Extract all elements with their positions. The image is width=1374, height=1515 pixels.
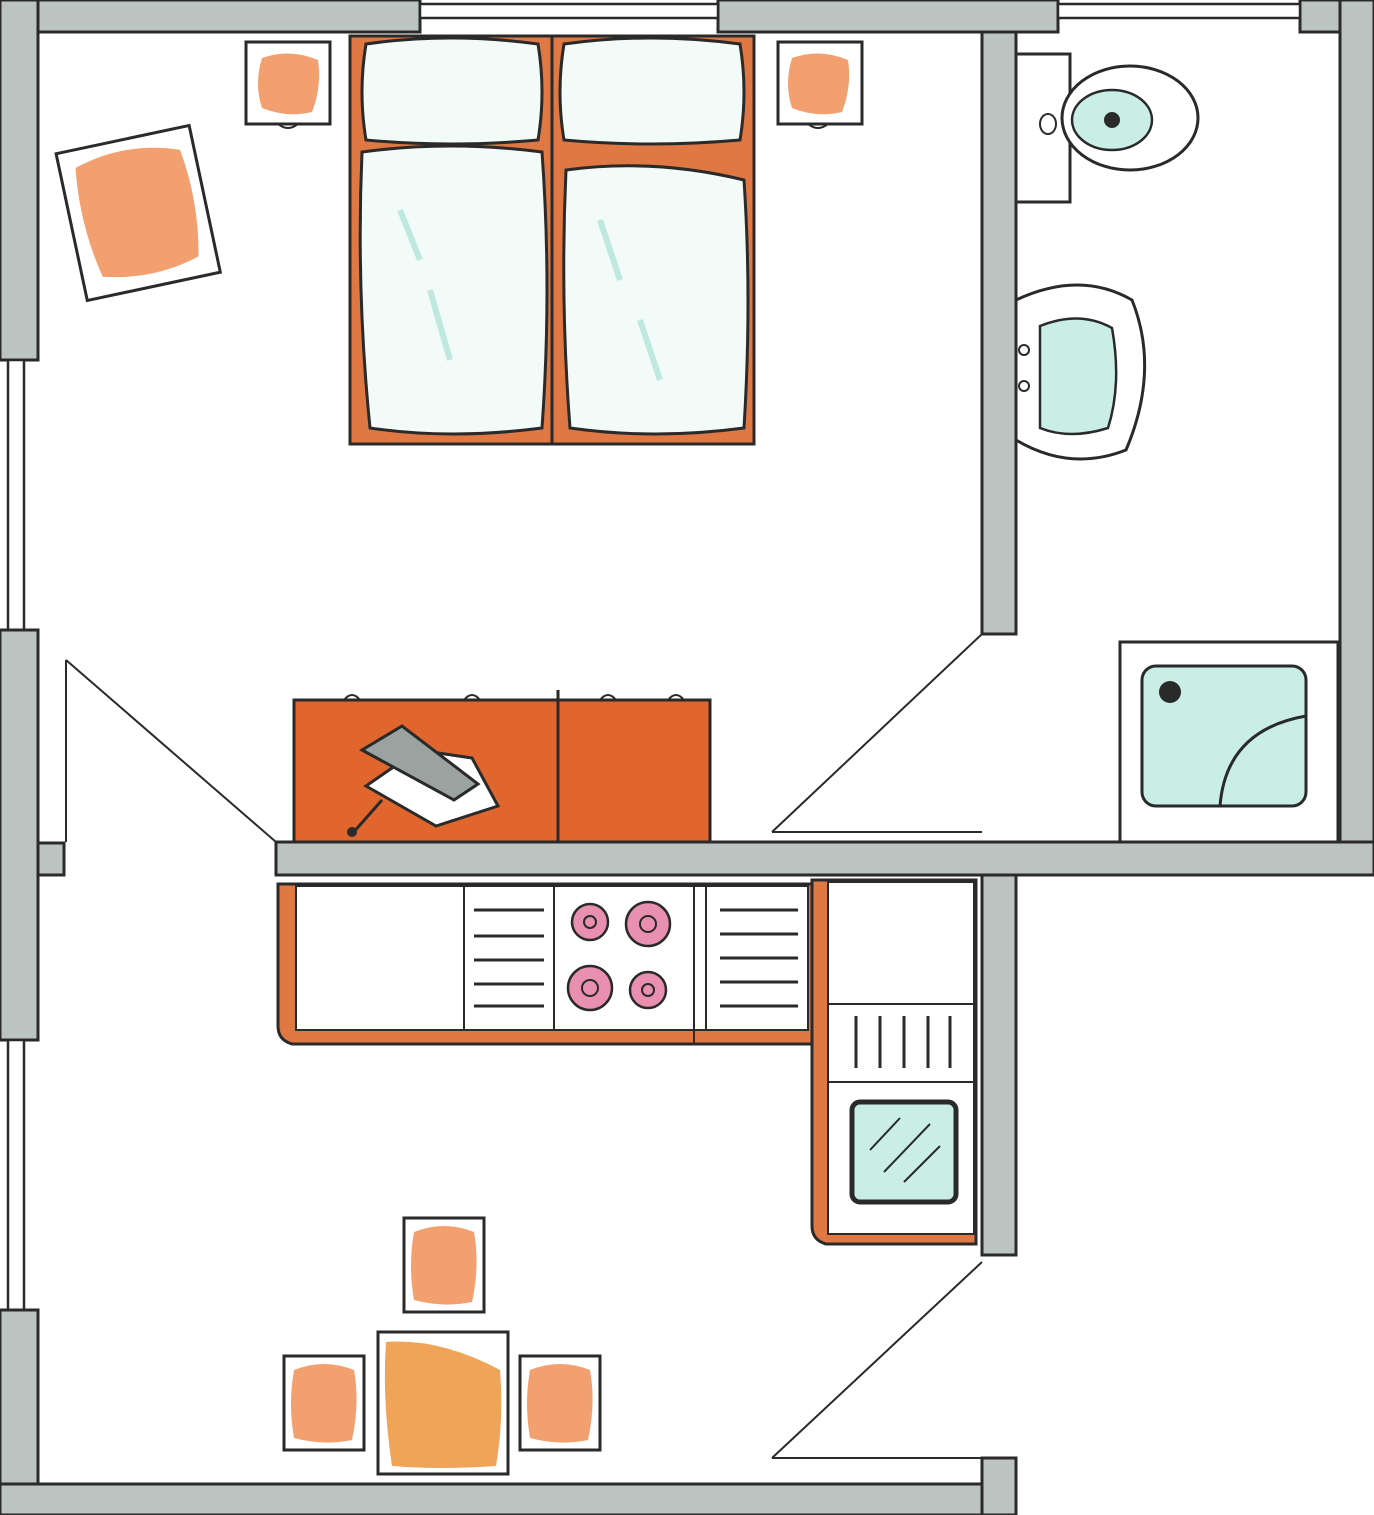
toilet-icon: [1014, 52, 1200, 204]
wall-middle: [274, 840, 1374, 877]
telephone-icon: [347, 724, 501, 837]
nightstand-right: [776, 40, 864, 129]
duvet-left: [358, 144, 549, 436]
door-bedroom-leaf: [65, 659, 277, 843]
window-left-1: [6, 358, 26, 632]
wall-left-3: [0, 1308, 40, 1515]
chair-icon: [402, 1216, 486, 1314]
wall-top-left: [0, 0, 422, 34]
washbasin-icon: [1014, 283, 1147, 461]
window-top-2: [1056, 2, 1302, 20]
bedroom: [54, 34, 864, 844]
kitchen-side-unit: [810, 878, 978, 1246]
wall-bottom: [0, 1482, 1018, 1515]
wall-right: [1338, 0, 1374, 877]
dresser-cabinet: [292, 690, 712, 844]
chair-icon: [518, 1354, 602, 1452]
wall-left-stub: [36, 841, 66, 877]
drainer-right: [720, 908, 798, 1008]
wall-kitchen-right-2: [980, 1456, 1018, 1515]
wall-left-2: [0, 628, 40, 1042]
wall-top-mid: [716, 0, 1060, 34]
dining-set: [282, 1216, 602, 1476]
wall-left-1: [0, 0, 40, 362]
counter: [276, 882, 818, 1046]
wall-kitchen-right-1: [980, 873, 1018, 1257]
door-kitchen-leaf: [771, 1261, 983, 1459]
wall-bath-left: [980, 30, 1018, 636]
window-left-2: [6, 1038, 26, 1312]
door-bathroom-leaf: [771, 633, 983, 833]
bathroom: [1014, 52, 1340, 844]
double-bed: [348, 34, 756, 446]
shower-icon: [1118, 640, 1340, 844]
pillow-right: [558, 36, 746, 146]
drainer-left: [474, 908, 544, 1008]
doors: [65, 633, 983, 1459]
chair-icon: [282, 1354, 366, 1452]
sink-icon: [849, 1099, 959, 1205]
dish-rack: [854, 1016, 952, 1068]
table-icon: [376, 1330, 510, 1476]
stove-icon: [566, 900, 672, 1012]
duvet-right: [562, 164, 750, 436]
window-top-1: [418, 2, 720, 20]
armchair: [54, 123, 223, 303]
nightstand-left: [244, 40, 332, 129]
pillow-left: [360, 36, 544, 146]
kitchen: [276, 878, 978, 1476]
